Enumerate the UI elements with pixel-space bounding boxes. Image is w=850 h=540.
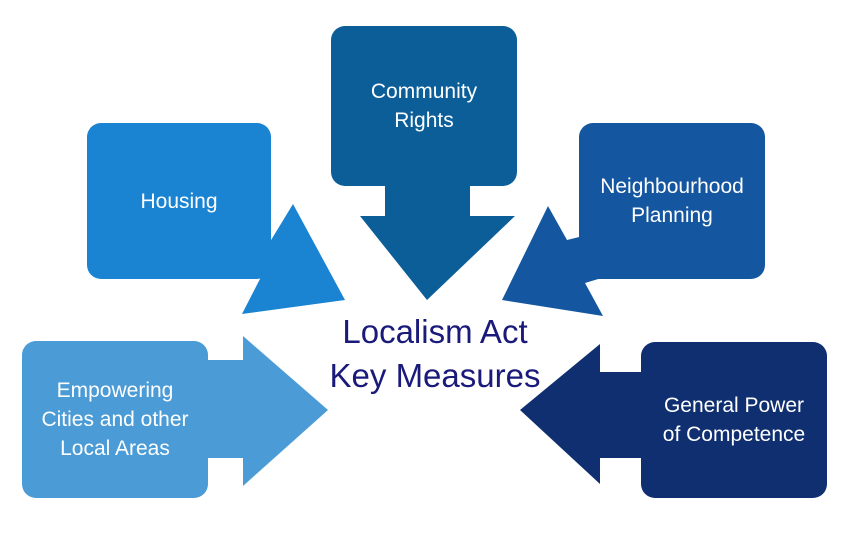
diagram-title-line2: Key Measures: [329, 357, 541, 394]
diagram-title: Localism Act Key Measures: [270, 310, 600, 398]
measure-box-community-rights: Community Rights: [331, 26, 517, 186]
measure-box-neighbourhood-planning: Neighbourhood Planning: [579, 123, 765, 279]
empowering-cities-arrow: [200, 336, 328, 486]
measure-box-housing: Housing: [87, 123, 271, 279]
measure-label-neighbourhood-planning: Neighbourhood Planning: [600, 175, 744, 227]
community-rights-arrow: [360, 170, 515, 300]
housing-arrow: [200, 204, 345, 314]
measure-label-empowering-cities: Empowering Cities and other Local Areas: [41, 379, 189, 460]
diagram-title-line1: Localism Act: [342, 313, 528, 350]
measure-box-general-power: General Power of Competence: [641, 342, 827, 498]
measure-label-general-power: General Power of Competence: [662, 394, 806, 446]
measure-box-empowering-cities: Empowering Cities and other Local Areas: [22, 341, 208, 498]
measure-label-housing: Housing: [140, 189, 218, 213]
measure-label-community-rights: Community Rights: [370, 80, 478, 132]
general-power-arrow: [520, 344, 660, 484]
